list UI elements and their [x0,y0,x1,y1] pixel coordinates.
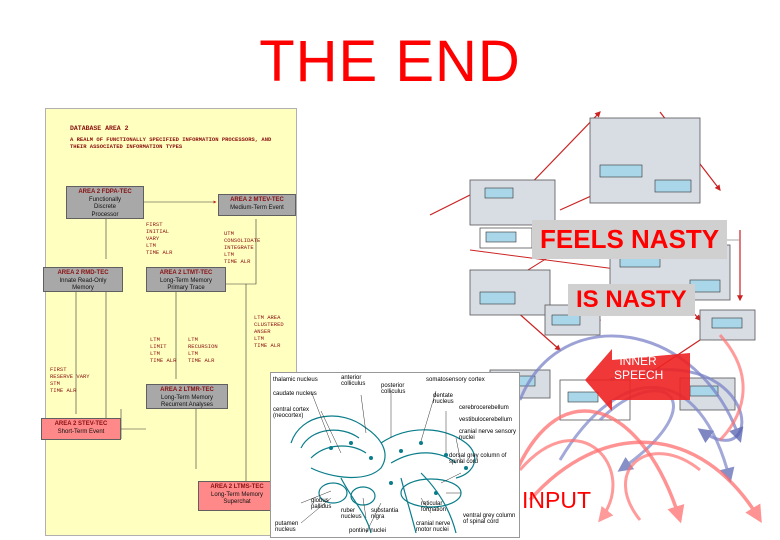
brain-label-reticular: reticular formation [421,501,447,513]
brain-diagram: thalamic nucleus caudate nucleus central… [270,372,520,538]
box-mtev: AREA 2 MTEV-TEC Medium-Term Event [218,194,296,216]
blue-loop-arrow [518,334,744,443]
feels-nasty-label: FEELS NASTY [532,220,728,259]
panel-heading: DATABASE AREA 2 [70,125,129,132]
brain-label-globus-pallidus: globus pallidus [311,498,332,510]
box-rmd-line-3: Memory [72,285,94,291]
panel-subheading: A REALM OF FUNCTIONALLY SPECIFIED INFORM… [70,136,272,150]
module-box [479,227,533,249]
note-2: UTM CONSOLIDATE INTEGRATE LTM TIME ALR [224,230,261,265]
box-ltmr-line-3: Recurrent Analyses [160,402,214,408]
note-3: LTM LIMIT LTM TIME ALR [150,336,177,364]
box-ltmr-line-1: AREA 2 LTMR-TEC [160,387,214,393]
inner-speech-label: INNER SPEECH [614,354,664,383]
brain-label-anterior-colliculus: anterior colliculus [341,375,366,387]
database-panel: DATABASE AREA 2 A REALM OF FUNCTIONALLY … [41,108,297,536]
module-box [589,117,701,204]
box-stev-line-1: AREA 2 STEV-TEC [54,421,108,427]
box-ltmr: AREA 2 LTMR-TEC Long-Term Memory Recurre… [146,384,228,409]
brain-label-dorsal-grey: dorsal grey column of spinal cord [449,453,507,465]
box-fdpa: AREA 2 FDPA-TEC Functionally Discrete Pr… [66,186,144,219]
brain-label-vestibulocerebellum: vestibulocerebellum [459,417,513,423]
box-fdpa-line-2: Functionally [88,196,121,203]
brain-label-pontine: pontine nuclei [349,528,387,534]
brain-label-caudate: caudate nucleus [273,391,317,397]
box-ltmt-line-1: AREA 2 LTMT-TEC [159,270,213,276]
note-6: FIRST RESERVE VARY STM TIME ALR [50,366,90,394]
brain-label-cerebrocerebellum: cerebrocerebellum [459,405,509,411]
input-label: INPUT [522,487,591,513]
note-1: FIRST INITIAL VARY LTM TIME ALR [146,221,173,256]
pink-loop-arrow [518,439,615,523]
box-ltms-line-3: Superchat [223,499,251,505]
note-4: LTM RECURSION LTM TIME ALR [188,336,218,364]
box-mtev-line-2: Medium-Term Event [230,204,284,211]
pink-loop-arrow [624,452,701,521]
page-title: THE END [259,29,521,94]
box-ltmt: AREA 2 LTMT-TEC Long-Term Memory Primary… [146,267,226,292]
box-stev-line-2: Short-Term Event [57,428,105,435]
brain-label-ruber: ruber nucleus [341,508,362,520]
brain-label-thalamic: thalamic nucleus [273,377,318,383]
is-nasty-label: IS NASTY [568,284,695,316]
brain-label-cranial-sensory: cranial nerve sensory nuclei [459,429,517,441]
brain-label-dentate: dentate nucleus [433,393,454,405]
brain-label-putamen: putamen nucleus [275,521,299,533]
brain-label-ventral-grey: ventral grey column of spinal cord [463,513,516,525]
box-rmd-line-1: AREA 2 RMD-TEC [57,270,109,276]
box-fdpa-line-4: Processor [91,211,119,218]
inner-speech-arrow [585,349,690,411]
box-ltmr-line-2: Long-Term Memory [160,394,213,401]
box-fdpa-line-1: AREA 2 FDPA-TEC [78,189,132,195]
box-rmd: AREA 2 RMD-TEC Innate Read-Only Memory [43,267,123,292]
module-box [469,179,556,226]
module-box [469,269,551,316]
box-ltmt-line-2: Long-Term Memory [159,277,212,284]
brain-label-posterior-colliculus: posterior colliculus [381,383,406,395]
brain-label-cranial-motor: cranial nerve motor nuclei [416,521,451,533]
box-rmd-line-2: Innate Read-Only [59,277,107,284]
box-ltmt-line-3: Primary Trace [167,285,205,291]
box-ltms: AREA 2 LTMS-TEC Long-Term Memory Superch… [198,481,276,511]
note-5: LTM AREA CLUSTERED ANSER LTM TIME ALR [254,314,284,349]
box-mtev-line-1: AREA 2 MTEV-TEC [230,197,284,203]
brain-label-cortex: central cortex (neocortex) [273,407,310,419]
box-stev: AREA 2 STEV-TEC Short-Term Event [41,418,121,440]
brain-label-somatosensory: somatosensory cortex [426,377,485,383]
brain-drawing [290,390,476,534]
box-ltms-line-2: Long-Term Memory [210,491,263,498]
module-box [699,309,756,341]
box-ltms-line-1: AREA 2 LTMS-TEC [210,484,264,490]
box-fdpa-line-3: Discrete [93,204,116,210]
pink-loop-arrow [718,334,745,442]
pink-loop-arrow [528,440,762,523]
brain-label-substantia-nigra: substantia nigra [371,508,399,520]
